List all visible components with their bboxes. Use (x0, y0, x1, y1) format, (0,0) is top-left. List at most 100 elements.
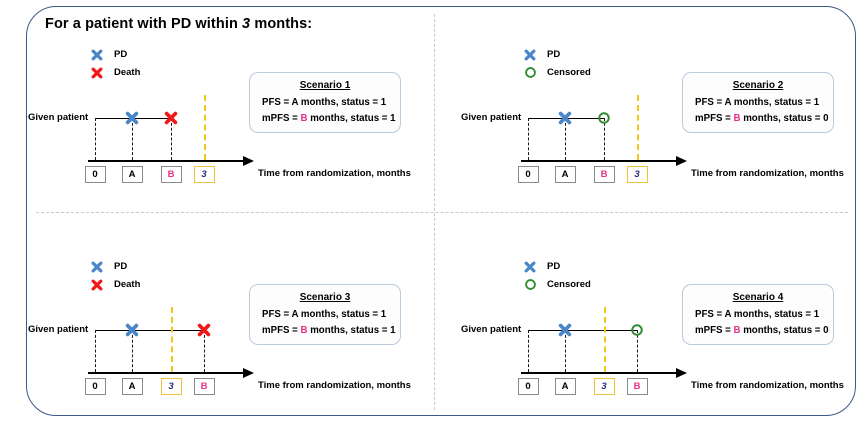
page-title: For a patient with PD within 3 months: (45, 16, 312, 32)
mpfs-b-value: B (300, 113, 308, 124)
divider-vertical (434, 14, 435, 410)
scenario-pfs-line: PFS = A months, status = 1 (695, 97, 820, 108)
x-marker-blue-icon (521, 48, 539, 62)
legend-item-label: PD (547, 49, 561, 60)
scenario-pfs-line: PFS = A months, status = 1 (262, 97, 387, 108)
time-axis-arrow-icon (676, 155, 687, 166)
axis-caption: Time from randomization, months (691, 168, 844, 179)
x-marker-red-icon (88, 278, 106, 292)
dropline-0 (95, 330, 96, 372)
scenario-box-title: Scenario 4 (732, 292, 784, 303)
legend-item: PD (88, 46, 140, 63)
pd-marker (124, 110, 140, 126)
time-axis-arrow-icon (243, 367, 254, 378)
axis-tick-0: 0 (84, 378, 106, 395)
scenario-pfs-line: PFS = A months, status = 1 (695, 309, 820, 320)
dropline-0 (528, 330, 529, 372)
legend-item-label: PD (547, 261, 561, 272)
dropline-0 (95, 118, 96, 160)
legend-item: Censored (521, 276, 591, 293)
censored-marker (630, 323, 644, 337)
dropline-0 (528, 118, 529, 160)
legend: PD Censored (521, 46, 591, 82)
dropline-b (204, 330, 205, 372)
dropline-a (565, 330, 566, 372)
death-marker (163, 110, 179, 126)
time-axis-arrow-icon (243, 155, 254, 166)
outer-frame (26, 6, 856, 416)
mpfs-b-value: B (733, 113, 741, 124)
axis-caption: Time from randomization, months (258, 380, 411, 391)
legend-item: PD (521, 258, 591, 275)
given-patient-label: Given patient (461, 112, 522, 123)
mpfs-suffix: months, status = 1 (307, 113, 396, 124)
mpfs-prefix: mPFS = (262, 325, 301, 336)
scenario-box: Scenario 4 PFS = A months, status = 1 mPFS… (682, 284, 834, 345)
scenario-mpfs-line: mPFS = B months, status = 1 (262, 325, 396, 336)
axis-tick-b: B (626, 378, 648, 395)
axis-tick-3: 3 (160, 378, 182, 395)
x-marker-blue-icon (521, 260, 539, 274)
given-patient-label: Given patient (28, 112, 89, 123)
dropline-b (637, 330, 638, 372)
axis-tick-0: 0 (84, 166, 106, 183)
pd-marker (557, 322, 573, 338)
axis-tick-3: 3 (193, 166, 215, 183)
scenario-pfs-line: PFS = A months, status = 1 (262, 309, 387, 320)
legend-item-label: Censored (547, 67, 591, 78)
three-month-cutoff-line (604, 307, 606, 372)
scenario-box: Scenario 1 PFS = A months, status = 1 mPFS… (249, 72, 401, 133)
given-patient-label: Given patient (28, 324, 89, 335)
legend-item: Censored (521, 64, 591, 81)
axis-tick-b: B (193, 378, 215, 395)
dropline-a (132, 118, 133, 160)
circle-marker-green-icon (521, 66, 539, 79)
legend: PD Censored (521, 258, 591, 294)
page-title-number: 3 (242, 16, 251, 32)
legend-item-label: PD (114, 49, 128, 60)
x-marker-blue-icon (88, 260, 106, 274)
axis-tick-3: 3 (626, 166, 648, 183)
patient-timeline-segment (528, 330, 637, 331)
three-month-cutoff-line (204, 95, 206, 160)
axis-tick-a: A (121, 166, 143, 183)
legend-item: Death (88, 276, 140, 293)
dropline-a (565, 118, 566, 160)
legend: PD Death (88, 258, 140, 294)
censored-marker (597, 111, 611, 125)
scenario-box-title: Scenario 3 (299, 292, 351, 303)
legend-item-label: Death (114, 279, 141, 290)
axis-tick-a: A (121, 378, 143, 395)
time-axis (88, 372, 243, 374)
three-month-cutoff-line (637, 95, 639, 160)
mpfs-b-value: B (733, 325, 741, 336)
patient-timeline-segment (95, 330, 204, 331)
axis-tick-b: B (593, 166, 615, 183)
legend-item-label: PD (114, 261, 128, 272)
three-month-cutoff-line (171, 307, 173, 372)
death-marker (196, 322, 212, 338)
time-axis (88, 160, 243, 162)
mpfs-prefix: mPFS = (695, 325, 734, 336)
axis-tick-3: 3 (593, 378, 615, 395)
x-marker-red-icon (88, 66, 106, 80)
page-title-pre: For a patient with PD within (45, 16, 243, 32)
mpfs-suffix: months, status = 0 (740, 113, 829, 124)
mpfs-suffix: months, status = 0 (740, 325, 829, 336)
dropline-b (171, 118, 172, 160)
dropline-b (604, 118, 605, 160)
axis-caption: Time from randomization, months (258, 168, 411, 179)
scenario-mpfs-line: mPFS = B months, status = 0 (695, 325, 829, 336)
scenario-box-title: Scenario 1 (299, 80, 351, 91)
scenario-box-title: Scenario 2 (732, 80, 784, 91)
scenario-mpfs-line: mPFS = B months, status = 1 (262, 113, 396, 124)
legend-item: PD (521, 46, 591, 63)
circle-marker-green-icon (521, 278, 539, 291)
mpfs-prefix: mPFS = (262, 113, 301, 124)
page-title-post: months: (250, 16, 313, 32)
